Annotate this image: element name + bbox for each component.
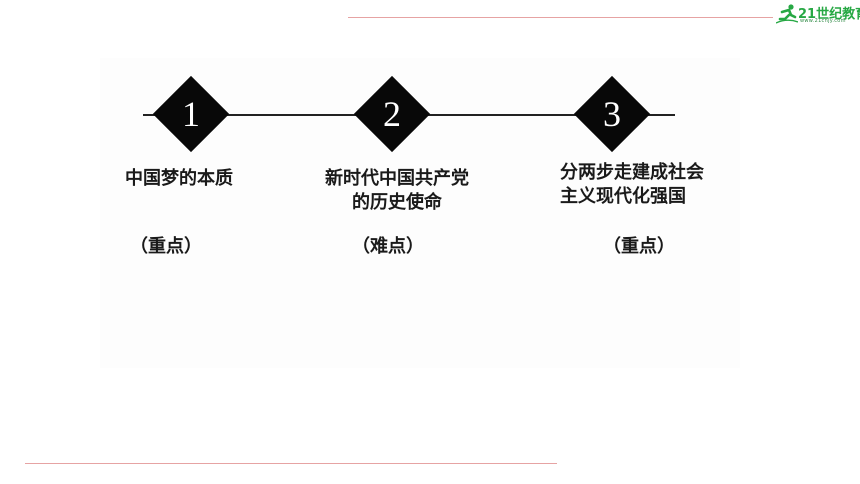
step-number-3: 3 — [603, 94, 621, 134]
topic-title-3-line1: 分两步走建成社会 — [560, 162, 704, 183]
topic-tag-2: （难点） — [352, 236, 424, 257]
topic-title-2-line1: 新时代中国共产党 — [325, 168, 469, 189]
site-logo: 21世纪教育 www.21cnjy.com — [776, 2, 860, 26]
topic-title-2-line2: 的历史使命 — [352, 192, 442, 213]
step-number-1: 1 — [182, 94, 200, 134]
topic-title-3-line2: 主义现代化强国 — [560, 186, 686, 207]
logo-subtext: www.21cnjy.com — [800, 18, 846, 24]
topic-title-2: 新时代中国共产党 的历史使命 — [310, 167, 484, 215]
topic-title-3: 分两步走建成社会 主义现代化强国 — [560, 161, 734, 209]
topic-tag-3: （重点） — [603, 236, 675, 257]
logo-text: 21世纪教育 — [798, 7, 860, 22]
step-number-2: 2 — [383, 94, 401, 134]
topic-title-1: 中国梦的本质 — [111, 167, 247, 191]
topic-title-1-line1: 中国梦的本质 — [125, 168, 233, 189]
topic-tag-1: （重点） — [130, 236, 202, 257]
runner-icon — [776, 4, 798, 24]
top-divider — [348, 17, 773, 18]
bottom-divider — [25, 463, 557, 464]
